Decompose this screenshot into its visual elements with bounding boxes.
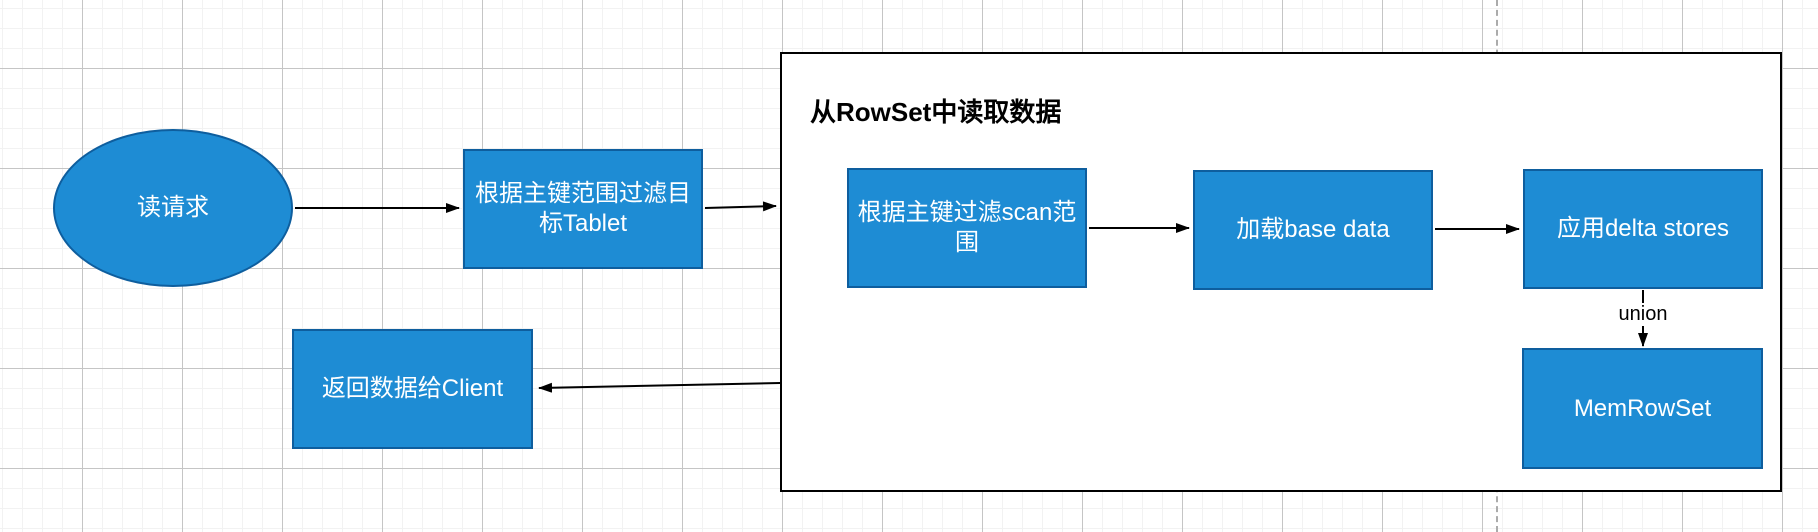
node-load-base-data[interactable]: 加载base data xyxy=(1193,170,1433,290)
node-memrowset-label: MemRowSet xyxy=(1573,394,1712,422)
node-filter-tablet[interactable]: 根据主键范围过滤目标Tablet xyxy=(463,149,703,269)
node-memrowset[interactable]: MemRowSet xyxy=(1522,348,1763,469)
node-read-request-label: 读请求 xyxy=(137,194,209,221)
node-apply-delta-stores-label: 应用delta stores xyxy=(1556,215,1730,242)
group-title: 从RowSet中读取数据 xyxy=(810,97,1062,127)
node-apply-delta-stores[interactable]: 应用delta stores xyxy=(1523,169,1763,289)
node-load-base-data-label: 加载base data xyxy=(1236,216,1390,243)
node-read-request[interactable]: 读请求 xyxy=(53,129,293,287)
edge-rowset-group-to-return-client[interactable] xyxy=(538,382,781,393)
node-filter-scan-range[interactable]: 根据主键过滤scan范围 xyxy=(847,168,1087,288)
edge-filter-tablet-to-rowset-group[interactable] xyxy=(704,201,777,212)
node-return-client[interactable]: 返回数据给Client xyxy=(292,329,533,449)
edge-label-union[interactable]: union xyxy=(1615,303,1671,326)
node-filter-tablet-label: 根据主键范围过滤目标Tablet xyxy=(475,180,691,237)
node-filter-scan-range-label: 根据主键过滤scan范围 xyxy=(857,199,1077,256)
node-return-client-label: 返回数据给Client xyxy=(321,375,504,402)
